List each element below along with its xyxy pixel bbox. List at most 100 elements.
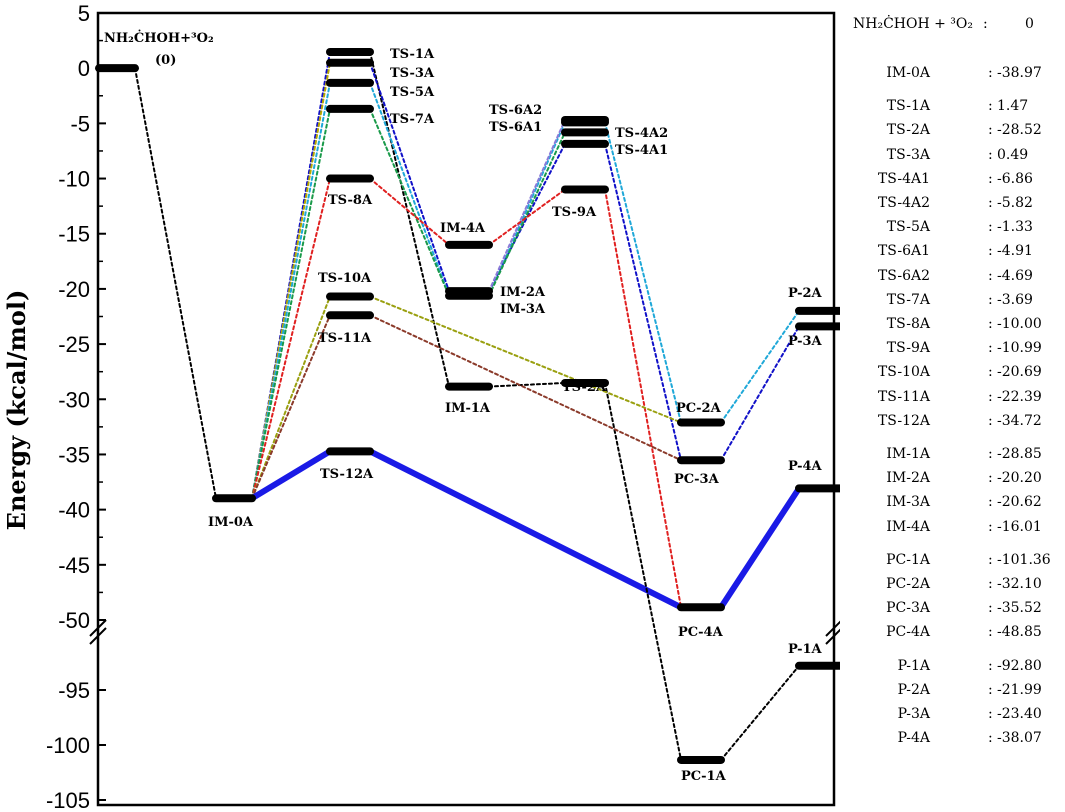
- level-label: TS-8A: [328, 193, 373, 208]
- energy-value: -5.82: [997, 195, 1033, 211]
- table-row: IM-4A:-16.01: [845, 519, 1065, 539]
- table-row: TS-11A:-22.39: [845, 389, 1065, 409]
- species-name: IM-2A: [886, 470, 930, 487]
- separator: :: [988, 195, 993, 211]
- separator: :: [988, 291, 993, 308]
- level-label: TS-12A: [320, 467, 374, 482]
- species-name: IM-4A: [886, 518, 930, 535]
- level-label: IM-3A: [500, 302, 546, 317]
- species-name: TS-10A: [877, 364, 930, 381]
- table-row: IM-2A:-20.20: [845, 470, 1065, 490]
- table-row: P-4A:-38.07: [845, 730, 1065, 750]
- reaction-path: [369, 107, 566, 297]
- reaction-path: [251, 314, 331, 500]
- table-row: PC-3A:-35.52: [845, 600, 1065, 620]
- species-name: PC-1A: [886, 551, 930, 568]
- species-name: IM-1A: [886, 446, 930, 462]
- energy-value: -28.52: [997, 122, 1042, 139]
- reaction-path: [369, 177, 682, 609]
- species-name: TS-6A2: [877, 267, 930, 284]
- level-label: TS-5A: [390, 85, 435, 100]
- energy-levels: [95, 47, 840, 764]
- level-label: TS-7A: [390, 112, 435, 127]
- table-row: PC-1A:-101.36: [845, 552, 1065, 572]
- species-name: TS-7A: [886, 291, 930, 308]
- energy-value: -16.01: [997, 518, 1042, 535]
- level-label: TS-3A: [390, 66, 435, 81]
- species-name: TS-2A: [886, 122, 930, 139]
- table-row: TS-6A2:-4.69: [845, 268, 1065, 288]
- table-row: IM-3A:-20.62: [845, 494, 1065, 514]
- y-tick-label: -10: [58, 167, 90, 192]
- energy-value: -28.85: [997, 446, 1042, 462]
- reaction-path: [369, 295, 682, 424]
- energy-value: -21.99: [997, 681, 1042, 698]
- reaction-path: [251, 177, 331, 500]
- separator: :: [988, 316, 993, 332]
- level-label: TS-9A: [552, 205, 597, 220]
- table-row: P-1A:-92.80: [845, 658, 1065, 678]
- separator: :: [988, 551, 993, 568]
- reaction-path: [251, 107, 331, 500]
- table-row: P-3A:-23.40: [845, 706, 1065, 726]
- separator: :: [988, 219, 993, 236]
- axis-break-left: [89, 619, 107, 645]
- energy-value: -3.69: [997, 291, 1033, 308]
- reaction-paths: [134, 50, 802, 761]
- level-label: PC-2A: [676, 401, 722, 416]
- energy-value: -20.20: [997, 470, 1042, 487]
- species-name: P-3A: [897, 706, 930, 722]
- species-name: TS-6A1: [877, 243, 930, 260]
- table-row: TS-4A1:-6.86: [845, 171, 1065, 191]
- y-tick-label: 0: [78, 56, 90, 81]
- y-tick-label: -100: [46, 733, 90, 758]
- level-label: IM-4A: [440, 221, 486, 236]
- separator: :: [988, 494, 993, 511]
- reaction-path: [369, 81, 800, 424]
- level-label: P-3A: [788, 334, 823, 349]
- species-name: TS-8A: [886, 316, 930, 332]
- separator: :: [988, 65, 993, 81]
- separator: :: [988, 98, 993, 115]
- level-label: IM-0A: [208, 515, 254, 530]
- energy-value: -35.52: [997, 600, 1042, 617]
- table-row: TS-1A:1.47: [845, 98, 1065, 118]
- table-row: TS-2A:-28.52: [845, 122, 1065, 142]
- separator: :: [988, 657, 993, 674]
- level-label: TS-2A: [562, 380, 607, 395]
- energy-value: -22.39: [997, 388, 1042, 405]
- separator: :: [988, 446, 993, 462]
- energy-value: -1.33: [997, 219, 1033, 236]
- level-label: TS-6A2: [489, 103, 542, 118]
- separator: :: [988, 267, 993, 284]
- table-row: TS-6A1:-4.91: [845, 243, 1065, 263]
- energy-value: -4.91: [997, 243, 1033, 260]
- species-name: IM-3A: [886, 494, 930, 511]
- energy-value: -34.72: [997, 412, 1042, 429]
- separator: :: [988, 170, 993, 187]
- reaction-path: [251, 295, 331, 500]
- energy-value: -6.86: [997, 170, 1033, 187]
- separator: :: [988, 412, 993, 429]
- table-row: TS-4A2:-5.82: [845, 195, 1065, 215]
- separator: :: [988, 518, 993, 535]
- separator: :: [988, 576, 993, 592]
- species-name: TS-1A: [886, 98, 930, 115]
- species-name: TS-4A1: [877, 170, 930, 187]
- separator: :: [988, 681, 993, 698]
- level-label: IM-1A: [445, 401, 491, 416]
- y-tick-label: -35: [58, 442, 90, 467]
- separator: :: [988, 243, 993, 260]
- y-tick-label: 5: [78, 1, 90, 26]
- y-tick-label: -45: [58, 553, 90, 578]
- y-tick-label: -30: [58, 387, 90, 412]
- table-row: PC-4A:-48.85: [845, 624, 1065, 644]
- y-tick-label: -15: [58, 222, 90, 247]
- reaction-path: [134, 67, 217, 500]
- energy-value: -4.69: [997, 267, 1033, 284]
- table-row: TS-8A:-10.00: [845, 316, 1065, 336]
- level-label: TS-11A: [318, 331, 372, 346]
- table-row: TS-10A:-20.69: [845, 364, 1065, 384]
- level-label: TS-6A1: [489, 120, 542, 135]
